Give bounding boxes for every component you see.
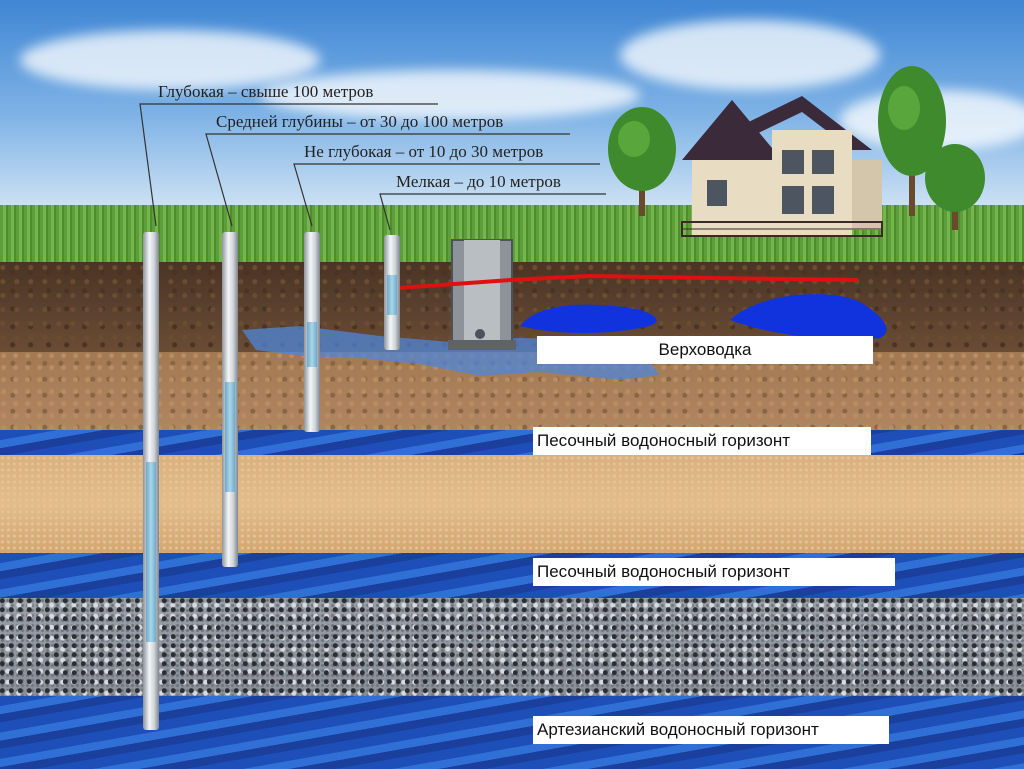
shallow-well-label: Не глубокая – от 10 до 30 метров (304, 142, 544, 161)
sand-aquifer-1-label: Песочный водоносный горизонт (533, 427, 871, 455)
cloud (620, 20, 880, 90)
medium-well-pipe (222, 232, 238, 567)
deep-well-label: Глубокая – свыше 100 метров (158, 82, 374, 101)
house-icon (681, 96, 883, 237)
shallow-well-water (307, 322, 317, 367)
caisson-icon (397, 239, 859, 350)
medium-well-label: Средней глубины – от 30 до 100 метров (216, 112, 504, 131)
small-well-label: Мелкая – до 10 метров (396, 172, 561, 191)
artesian-aquifer-label: Артезианский водоносный горизонт (533, 716, 889, 744)
sand-layer (0, 455, 1024, 553)
cloud (260, 70, 640, 120)
tree-icon (878, 66, 946, 216)
perched-water-label: Верховодка (537, 336, 873, 364)
sand-aquifer-2-label: Песочный водоносный горизонт (533, 558, 895, 586)
leader-lines (139, 103, 606, 231)
cloud (20, 30, 320, 90)
deep-well-water (146, 462, 156, 642)
deep-well-pipe (143, 232, 159, 730)
small-well-water (387, 275, 397, 315)
shallow-well-pipe (304, 232, 320, 432)
tree-icon (608, 107, 676, 216)
tree-icon (925, 144, 985, 230)
medium-well-water (225, 382, 235, 492)
small-well-pipe (384, 235, 400, 350)
granite-layer (0, 598, 1024, 696)
